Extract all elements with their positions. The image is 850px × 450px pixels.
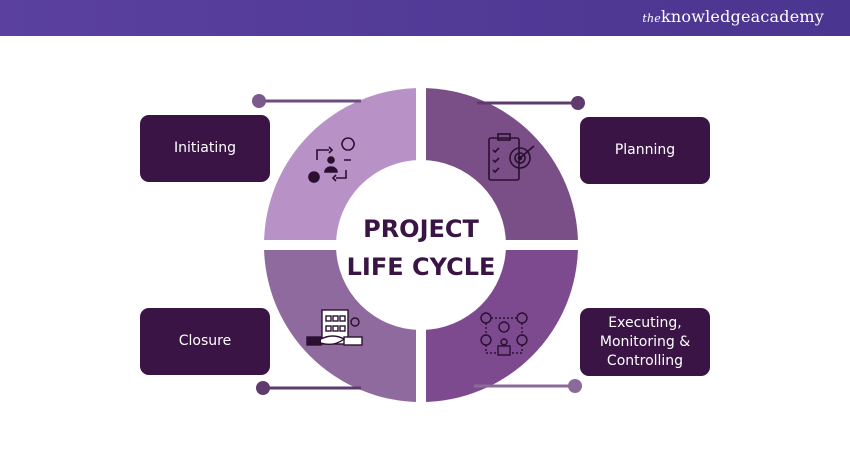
- phase-box-planning: Planning: [580, 117, 710, 184]
- management-network-icon: [480, 312, 528, 356]
- connector-executing: [474, 379, 582, 393]
- connector-closure: [256, 381, 361, 395]
- phase-box-executing: Executing, Monitoring & Controlling: [580, 308, 710, 376]
- diagram-title: PROJECT LIFE CYCLE: [346, 215, 496, 281]
- center-circle: [336, 160, 506, 330]
- phase-box-initiating: Initiating: [140, 115, 270, 182]
- connector-initiating: [252, 94, 361, 108]
- brand-logo[interactable]: theknowledgeacademy: [642, 7, 824, 26]
- handshake-icon: [306, 309, 363, 346]
- connector-planning: [477, 96, 585, 110]
- phase-box-closure: Closure: [140, 308, 270, 375]
- ideas-process-icon: [308, 137, 355, 183]
- clipboard-target-icon: [488, 133, 535, 181]
- header-bar: theknowledgeacademy: [0, 0, 850, 36]
